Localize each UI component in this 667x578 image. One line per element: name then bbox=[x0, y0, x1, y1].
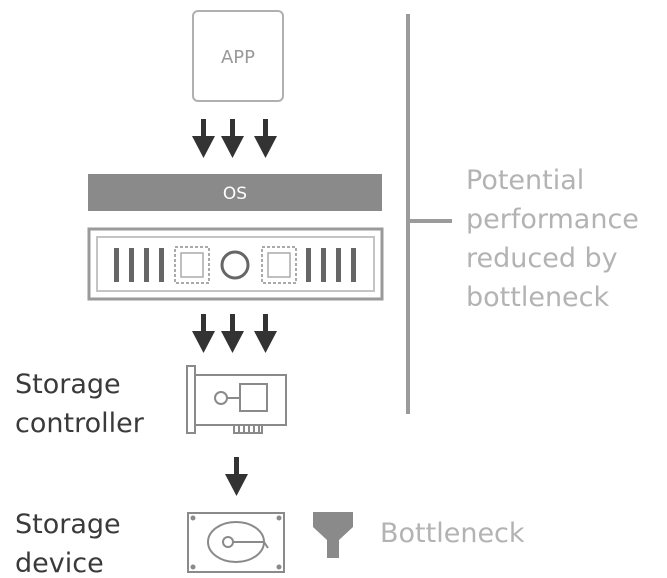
os-label: OS bbox=[223, 184, 247, 204]
annotation-line-2: performance bbox=[466, 204, 639, 235]
down-arrow-icon bbox=[221, 314, 244, 353]
annotation-line-1: Potential bbox=[466, 165, 584, 196]
annotation-text: Potential performance reduced by bottlen… bbox=[466, 165, 648, 313]
bottleneck-label: Bottleneck bbox=[380, 518, 525, 549]
os-bar: OS bbox=[88, 174, 382, 211]
funnel-icon bbox=[313, 512, 353, 558]
hypervisor-chip-icon bbox=[87, 227, 384, 301]
storage-device-label: Storage device bbox=[15, 509, 129, 578]
down-arrow-icon bbox=[221, 119, 244, 158]
annotation-line-3: reduced by bbox=[466, 243, 618, 274]
app-box: APP bbox=[192, 10, 284, 102]
storage-device-label-line-2: device bbox=[15, 548, 104, 578]
storage-device-label-line-1: Storage bbox=[15, 509, 121, 540]
down-arrow-icon bbox=[254, 119, 277, 158]
storage-controller-card-icon bbox=[186, 365, 287, 434]
bracket-line bbox=[406, 14, 452, 414]
annotation-line-4: bottleneck bbox=[466, 282, 610, 313]
down-arrow-icon bbox=[225, 457, 248, 496]
down-arrow-icon bbox=[192, 119, 215, 158]
down-arrow-icon bbox=[192, 314, 215, 353]
down-arrow-icon bbox=[254, 314, 277, 353]
storage-controller-label: Storage controller bbox=[15, 369, 145, 439]
storage-controller-label-line-2: controller bbox=[15, 408, 145, 439]
arrows-app-to-os bbox=[192, 119, 277, 158]
app-label: APP bbox=[221, 47, 255, 68]
hard-drive-icon bbox=[187, 512, 285, 573]
storage-controller-label-line-1: Storage bbox=[15, 369, 121, 400]
arrows-chip-to-controller bbox=[192, 314, 277, 353]
